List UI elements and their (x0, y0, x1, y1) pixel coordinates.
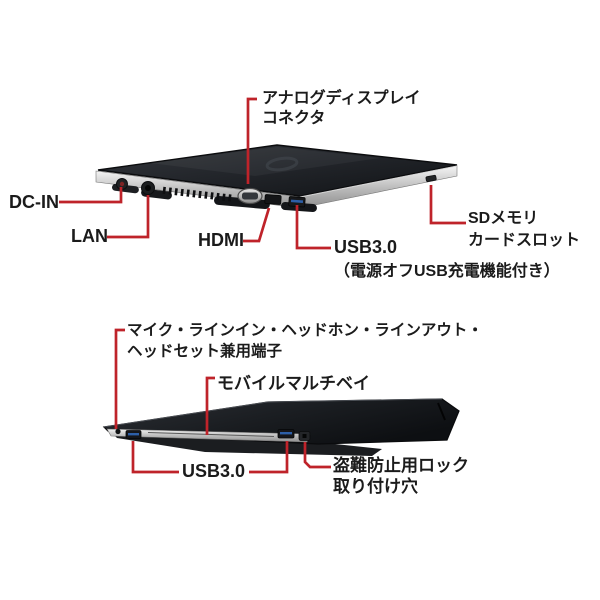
label-hdmi: HDMI (198, 230, 244, 250)
leader-lines-top (59, 97, 466, 250)
leader-analog-display (246, 97, 257, 184)
leader-hdmi (243, 207, 271, 243)
leader-mobile-bay (205, 376, 215, 435)
label-line: 盗難防止用ロック (333, 456, 469, 475)
label-line: コネクタ (262, 110, 326, 127)
headset-jack (115, 428, 121, 435)
edge-highlight (299, 165, 458, 198)
leader-lan (107, 195, 150, 239)
hinge-notch (437, 402, 446, 421)
edge-highlight (103, 398, 443, 428)
leader-sd-slot (429, 185, 466, 225)
label-lan: LAN (71, 226, 108, 246)
laptop-underside (112, 433, 382, 456)
leader-usb3-right (249, 441, 289, 474)
hdmi-port (264, 194, 282, 205)
laptop-base-strip (106, 428, 311, 443)
label-sd-card-slot: SDメモリ カードスロット (468, 208, 580, 252)
laptop-left-side-view (95, 144, 458, 212)
label-line: カードスロット (468, 232, 581, 249)
label-usb3-bottom: USB3.0 (182, 461, 246, 481)
leader-dc-in (59, 187, 123, 204)
leader-headset-jack (114, 328, 125, 429)
label-line: 取り付け穴 (333, 477, 418, 496)
lid-sheen (150, 147, 380, 176)
label-line: マイク・ラインイン・ヘッドホン・ラインアウト・ (127, 322, 483, 339)
sd-card-slot (425, 174, 437, 183)
label-anti-theft-lock-hole: 盗難防止用ロック 取り付け穴 (333, 455, 469, 497)
vga-port-inner (242, 192, 258, 200)
label-line: アナログディスプレイ (262, 90, 421, 107)
leader-lock-hole (303, 442, 331, 469)
label-line: ヘッドセット兼用端子 (127, 343, 283, 360)
lan-port-hole (145, 185, 151, 191)
brand-logo-mark (265, 156, 299, 172)
leader-usb3-top (295, 205, 331, 250)
leader-lines-bottom (114, 328, 331, 474)
usb3-port-right-blue-tab (280, 432, 292, 435)
mobile-bay-seam (147, 432, 275, 437)
label-mobile-multi-bay: モバイルマルチベイ (217, 374, 370, 393)
security-lock-hole-slot (302, 434, 307, 438)
label-usb3-top: USB3.0 (334, 237, 398, 257)
label-dc-in: DC-IN (9, 192, 59, 212)
usb3-port-left-blue-tab (128, 433, 139, 436)
dc-in-port-pin (119, 181, 125, 187)
label-analog-display-connector: アナログディスプレイ コネクタ (262, 89, 421, 129)
label-line: SDメモリ (468, 210, 539, 227)
leader-usb3-left (131, 441, 179, 474)
usb3-port-blue-tab (290, 199, 304, 204)
cooling-vent (162, 186, 232, 202)
laptop-lid (97, 144, 458, 197)
label-audio-combo-jack: マイク・ラインイン・ヘッドホン・ラインアウト・ ヘッドセット兼用端子 (127, 320, 483, 362)
laptop-right-side-view (102, 398, 460, 456)
label-usb3-charging-note: （電源オフUSB充電機能付き） (334, 263, 560, 280)
